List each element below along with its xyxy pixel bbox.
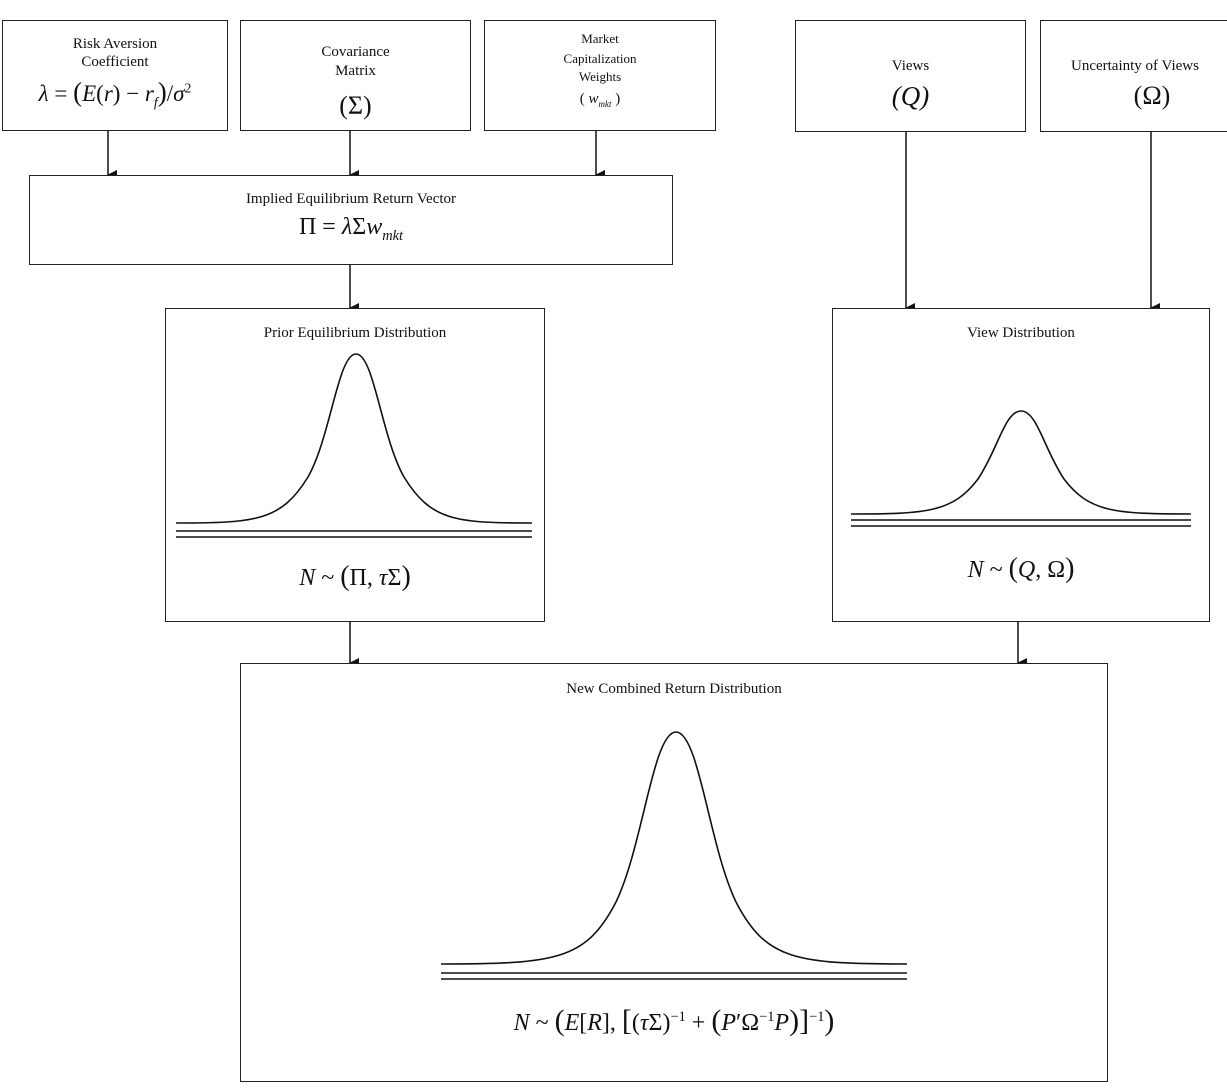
market-cap-label-2: Capitalization <box>563 51 637 66</box>
equilibrium-box: Implied Equilibrium Return Vector Π = λΣ… <box>29 175 673 265</box>
market-cap-symbol: ( wmkt ) <box>579 91 621 109</box>
equilibrium-title: Implied Equilibrium Return Vector <box>245 191 457 207</box>
market-cap-label-3: Weights <box>578 69 622 84</box>
prior-distribution-title: Prior Equilibrium Distribution <box>263 325 447 341</box>
covariance-label-1: Covariance <box>321 44 390 60</box>
prior-distribution-formula: N ~ (Π, τΣ) <box>299 561 411 592</box>
prior-distribution-curve <box>175 353 533 538</box>
views-box: Views (Q) <box>795 20 1026 132</box>
uncertainty-box: Uncertainty of Views (Ω) <box>1040 20 1227 132</box>
covariance-symbol: (Σ) <box>339 91 372 120</box>
covariance-label-2: Matrix <box>335 63 376 79</box>
combined-distribution-curve <box>440 731 908 980</box>
uncertainty-label: Uncertainty of Views <box>1071 58 1199 74</box>
covariance-box: Covariance Matrix (Σ) <box>240 20 471 131</box>
view-distribution-box: View Distribution N ~ (Q, Ω) <box>832 308 1210 622</box>
view-distribution-title: View Distribution <box>967 325 1075 341</box>
views-symbol: (Q) <box>891 81 930 111</box>
risk-aversion-formula: λ = (E(r) − rf)/σ2 <box>38 77 192 110</box>
market-cap-box: Market Capitalization Weights ( wmkt ) <box>484 20 716 131</box>
view-distribution-curve <box>850 410 1192 527</box>
market-cap-label-1: Market <box>581 31 619 46</box>
combined-distribution-box: New Combined Return Distribution N ~ (E[… <box>240 663 1108 1082</box>
combined-distribution-formula: N ~ (E[R], [(τΣ)−1 + (P′Ω−1P)]−1) <box>513 1004 835 1037</box>
prior-distribution-box: Prior Equilibrium Distribution N ~ (Π, τ… <box>165 308 545 622</box>
view-distribution-formula: N ~ (Q, Ω) <box>967 553 1075 584</box>
equilibrium-formula: Π = λΣwmkt <box>298 214 404 244</box>
risk-aversion-label-2: Coefficient <box>81 54 149 70</box>
combined-distribution-title: New Combined Return Distribution <box>566 681 782 697</box>
uncertainty-symbol: (Ω) <box>1133 81 1171 110</box>
views-label: Views <box>891 58 930 74</box>
risk-aversion-label-1: Risk Aversion <box>72 36 158 52</box>
risk-aversion-box: Risk Aversion Coefficient λ = (E(r) − rf… <box>2 20 228 131</box>
